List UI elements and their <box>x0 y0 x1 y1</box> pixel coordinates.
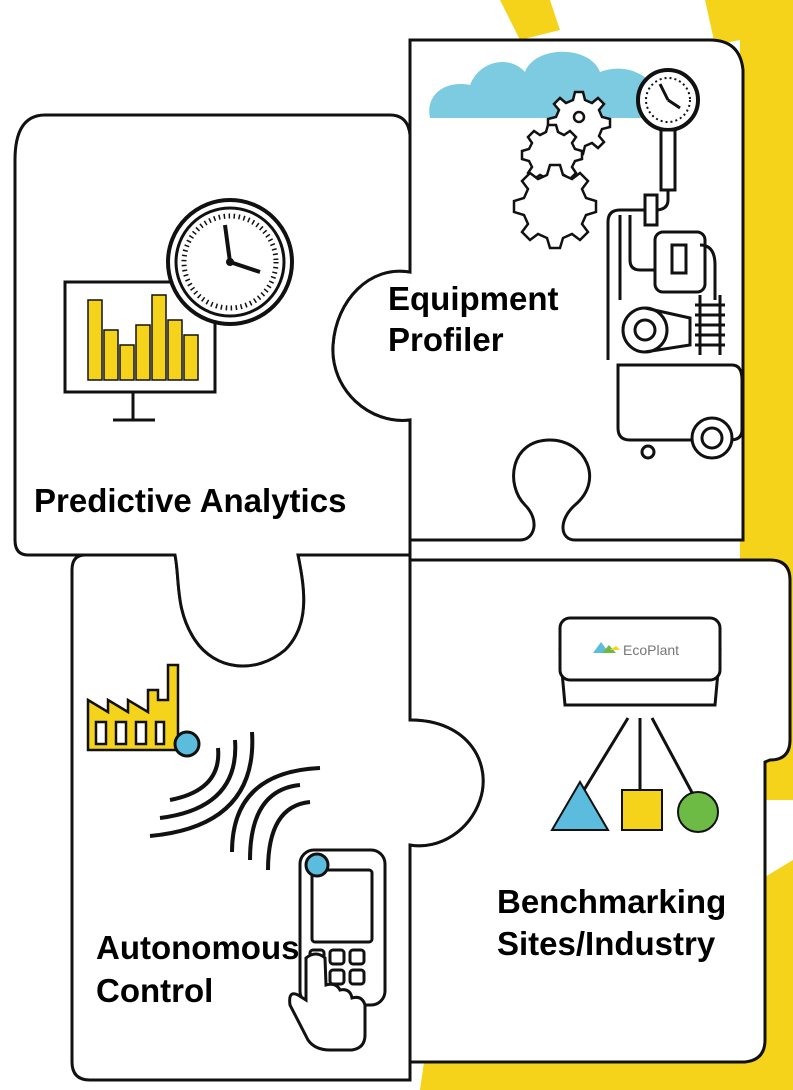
triangle-shape-icon <box>550 780 610 831</box>
equipment-profiler-label-line2: Profiler <box>388 321 504 358</box>
benchmarking-label-line1: Benchmarking <box>497 883 726 920</box>
pressure-gauge-icon <box>636 68 700 192</box>
ecoplant-logo-icon <box>593 642 620 653</box>
gear-icon <box>512 163 598 250</box>
pump-compressor-icon <box>606 190 744 460</box>
hub-device-icon: EcoPlant <box>558 616 722 707</box>
autonomous-control-label-line1: Autonomous <box>96 929 299 966</box>
hub-connector-lines <box>582 717 698 801</box>
hand-pointer-icon <box>288 952 367 1052</box>
clock-icon <box>166 198 294 326</box>
cloud-icon <box>429 51 687 118</box>
wireless-signal-icon <box>149 731 321 871</box>
factory-icon <box>86 663 201 758</box>
square-shape-icon <box>621 789 663 831</box>
hub-brand-label: EcoPlant <box>623 642 679 658</box>
predictive-analytics-label: Predictive Analytics <box>34 482 346 519</box>
benchmarking-label-line2: Sites/Industry <box>497 925 716 962</box>
circle-shape-icon <box>677 791 719 833</box>
equipment-profiler-label-line1: Equipment <box>388 280 559 317</box>
autonomous-control-label-line2: Control <box>96 972 213 1009</box>
